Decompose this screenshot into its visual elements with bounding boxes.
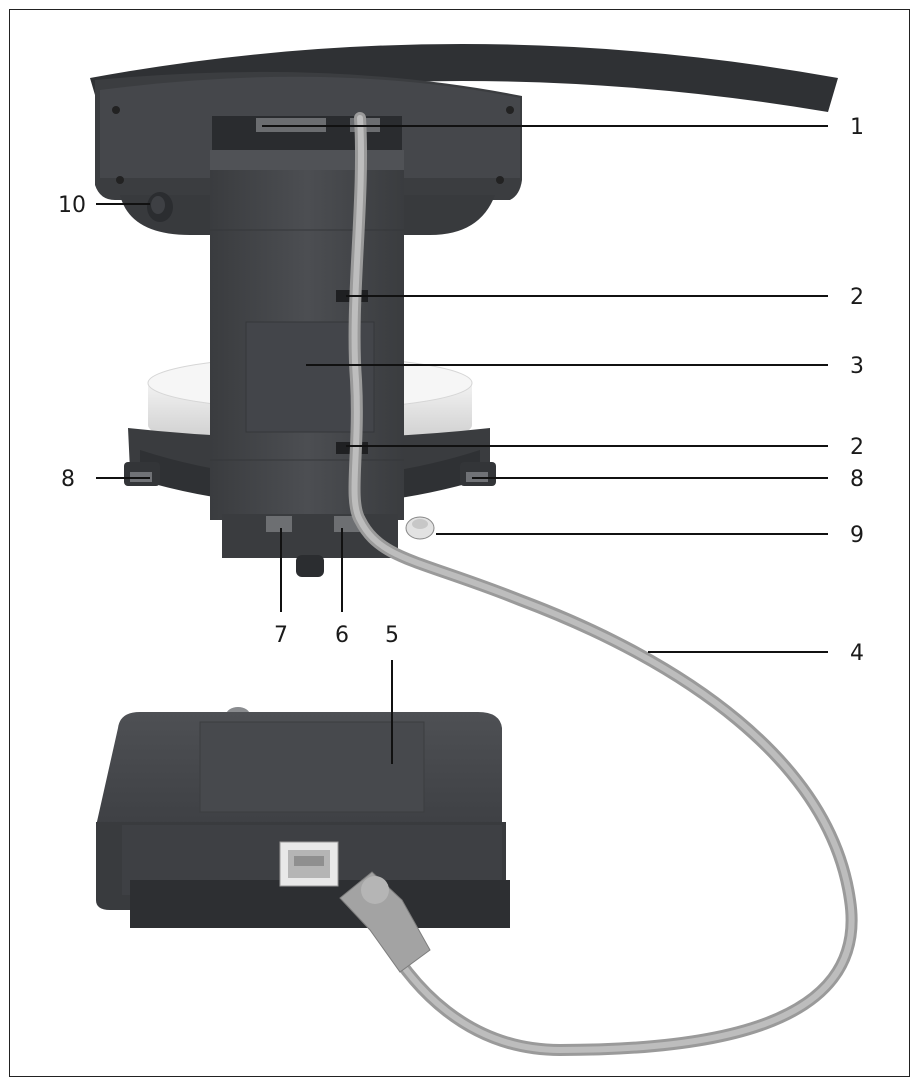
column-housing [210, 150, 404, 577]
callout-labels: 1 2 3 2 8 9 4 10 8 7 6 5 [58, 115, 864, 666]
callout-label-c7: 7 [274, 623, 288, 648]
callout-label-c10: 10 [58, 193, 86, 218]
interface-box [96, 707, 510, 928]
rj45-plug [339, 871, 431, 973]
callout-label-c3: 3 [850, 354, 864, 379]
callout-label-c6: 6 [335, 623, 349, 648]
cable [348, 112, 858, 1057]
leader-lines [96, 125, 828, 764]
callout-label-c9: 9 [850, 523, 864, 548]
cable-connector [405, 516, 435, 540]
top-connector [212, 116, 402, 150]
display-unit [90, 44, 838, 235]
callout-label-c2a: 2 [850, 285, 864, 310]
callout-label-c8r: 8 [850, 467, 864, 492]
callout-label-c4: 4 [850, 641, 864, 666]
callout-label-c2b: 2 [850, 435, 864, 460]
callout-label-c1: 1 [850, 115, 864, 140]
side-knob [147, 192, 173, 222]
callout-label-c8l: 8 [61, 467, 75, 492]
callout-label-c5: 5 [385, 623, 399, 648]
